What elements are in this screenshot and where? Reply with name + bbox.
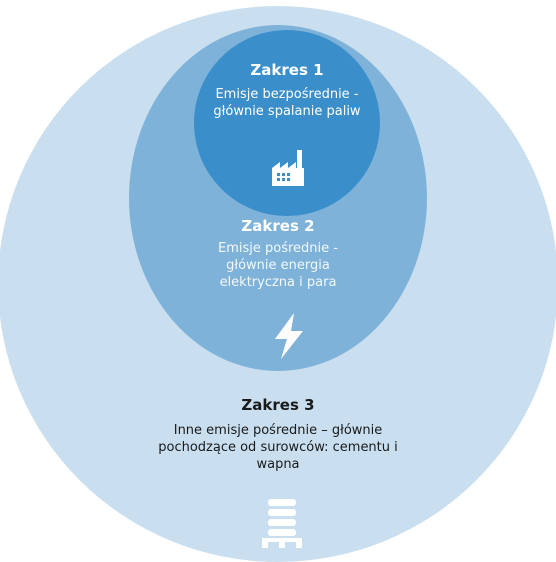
scope2-title: Zakres 2 [241,217,315,235]
scope1-description: Emisje bezpośrednie - głównie spalanie p… [213,87,361,119]
factory-icon [272,150,304,186]
scope1-title: Zakres 1 [250,61,324,79]
lightning-bolt-icon [275,313,303,359]
scope2-description: Emisje pośrednie - głównie energia elekt… [218,241,338,290]
scope3-title: Zakres 3 [241,396,315,414]
stacked-materials-icon [262,499,302,548]
scope3-description: Inne emisje pośrednie – głównie pochodzą… [158,423,398,472]
scope1-circle [194,30,380,216]
